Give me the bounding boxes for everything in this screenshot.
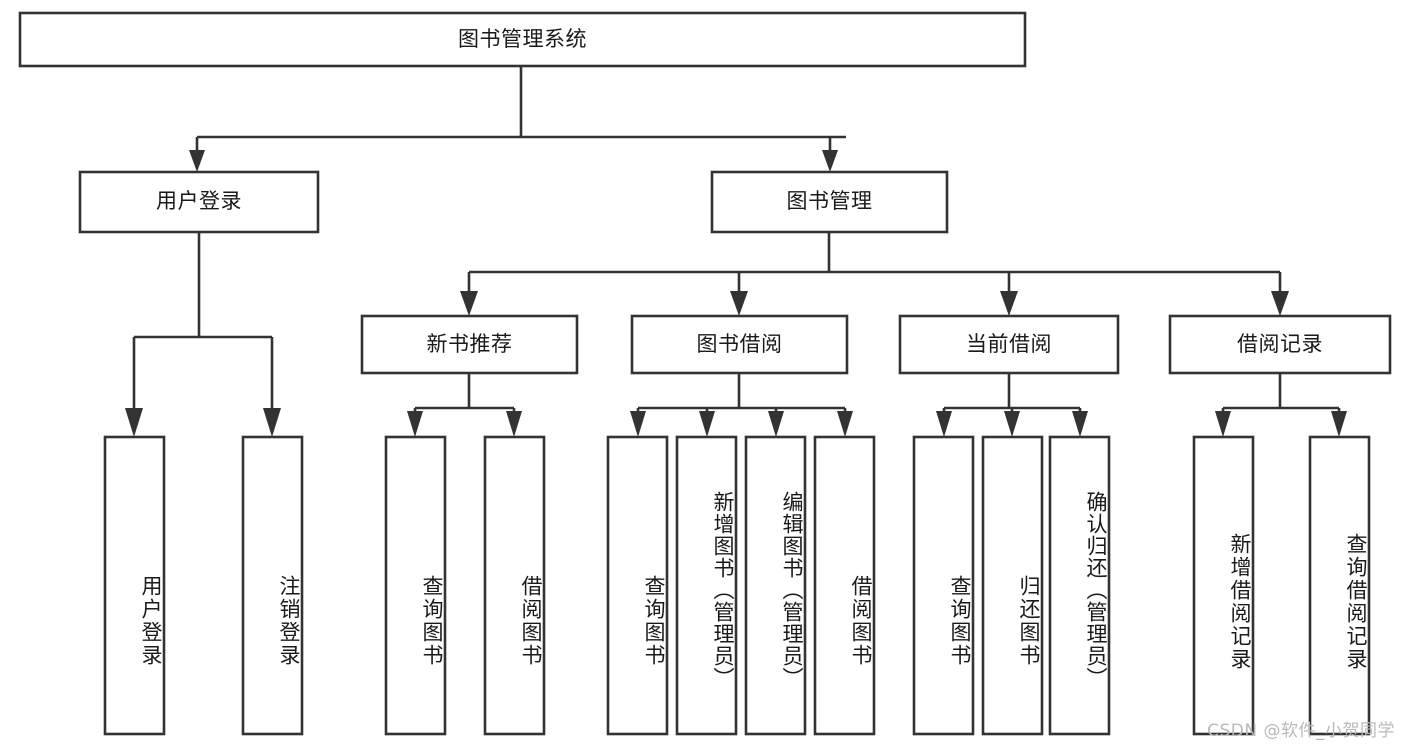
node-box-borrow-record[interactable]: [1168, 314, 1392, 375]
node-box-leaf-book-borrow-query[interactable]: [606, 435, 669, 736]
connector-book-mgmt-to-level3: [460, 232, 1289, 316]
node-box-leaf-book-borrow-lend[interactable]: [813, 435, 876, 736]
node-box-leaf-current-borrow-query[interactable]: [912, 435, 975, 736]
node-box-current-borrow[interactable]: [898, 314, 1120, 375]
connector-user-login-to-leaves: [125, 232, 281, 437]
connector-current-borrow-to-leaves: [936, 373, 1088, 437]
node-box-leaf-book-borrow-add[interactable]: [675, 435, 738, 736]
node-box-leaf-current-borrow-return[interactable]: [981, 435, 1044, 736]
node-box-leaf-new-book-query[interactable]: [384, 435, 447, 736]
node-box-book-borrow[interactable]: [630, 314, 849, 375]
node-box-user-login[interactable]: [78, 170, 320, 234]
node-box-leaf-new-book-borrow[interactable]: [483, 435, 546, 736]
node-box-leaf-user-login-login[interactable]: [103, 435, 166, 736]
node-box-new-book-recommend[interactable]: [360, 314, 579, 375]
connector-root-to-level2: [189, 66, 846, 172]
connector-new-book-to-leaves: [407, 373, 522, 437]
watermark-text: CSDN @软件_小贺同学: [1207, 721, 1395, 741]
node-box-leaf-user-login-logout[interactable]: [241, 435, 304, 736]
node-box-book-management[interactable]: [710, 170, 949, 234]
node-box-root[interactable]: [18, 11, 1027, 68]
node-box-leaf-book-borrow-edit[interactable]: [744, 435, 807, 736]
node-box-leaf-record-add[interactable]: [1192, 435, 1255, 736]
connector-book-borrow-to-leaves: [630, 373, 853, 437]
node-box-leaf-record-query[interactable]: [1308, 435, 1371, 736]
node-box-leaf-current-borrow-confirm[interactable]: [1048, 435, 1111, 736]
connector-borrow-record-to-leaves: [1215, 373, 1347, 437]
